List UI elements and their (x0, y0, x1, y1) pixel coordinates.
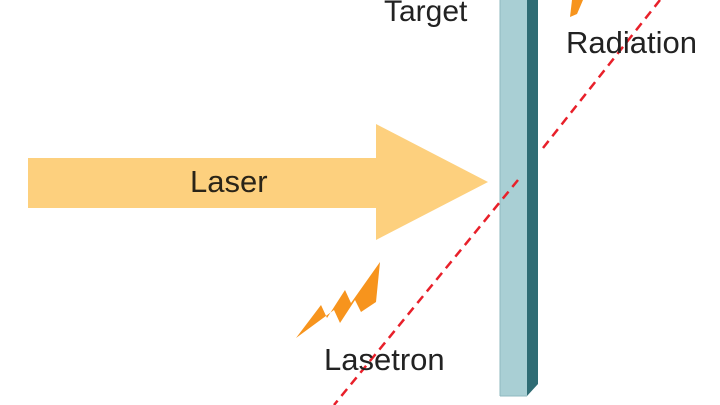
radiation-label: Radiation (566, 25, 697, 60)
target-side (527, 0, 538, 396)
radiation-lightning-icon (570, 0, 583, 17)
laser-label: Laser (190, 164, 268, 199)
lasetron-label: Lasetron (324, 342, 445, 377)
lasetron-lightning-icon (296, 262, 380, 338)
laser-arrow (28, 124, 488, 240)
target-slab (499, 0, 538, 397)
dashed-path-lower (333, 179, 519, 405)
dashed-path-upper (542, 0, 661, 149)
target-label: Target (384, 0, 468, 28)
